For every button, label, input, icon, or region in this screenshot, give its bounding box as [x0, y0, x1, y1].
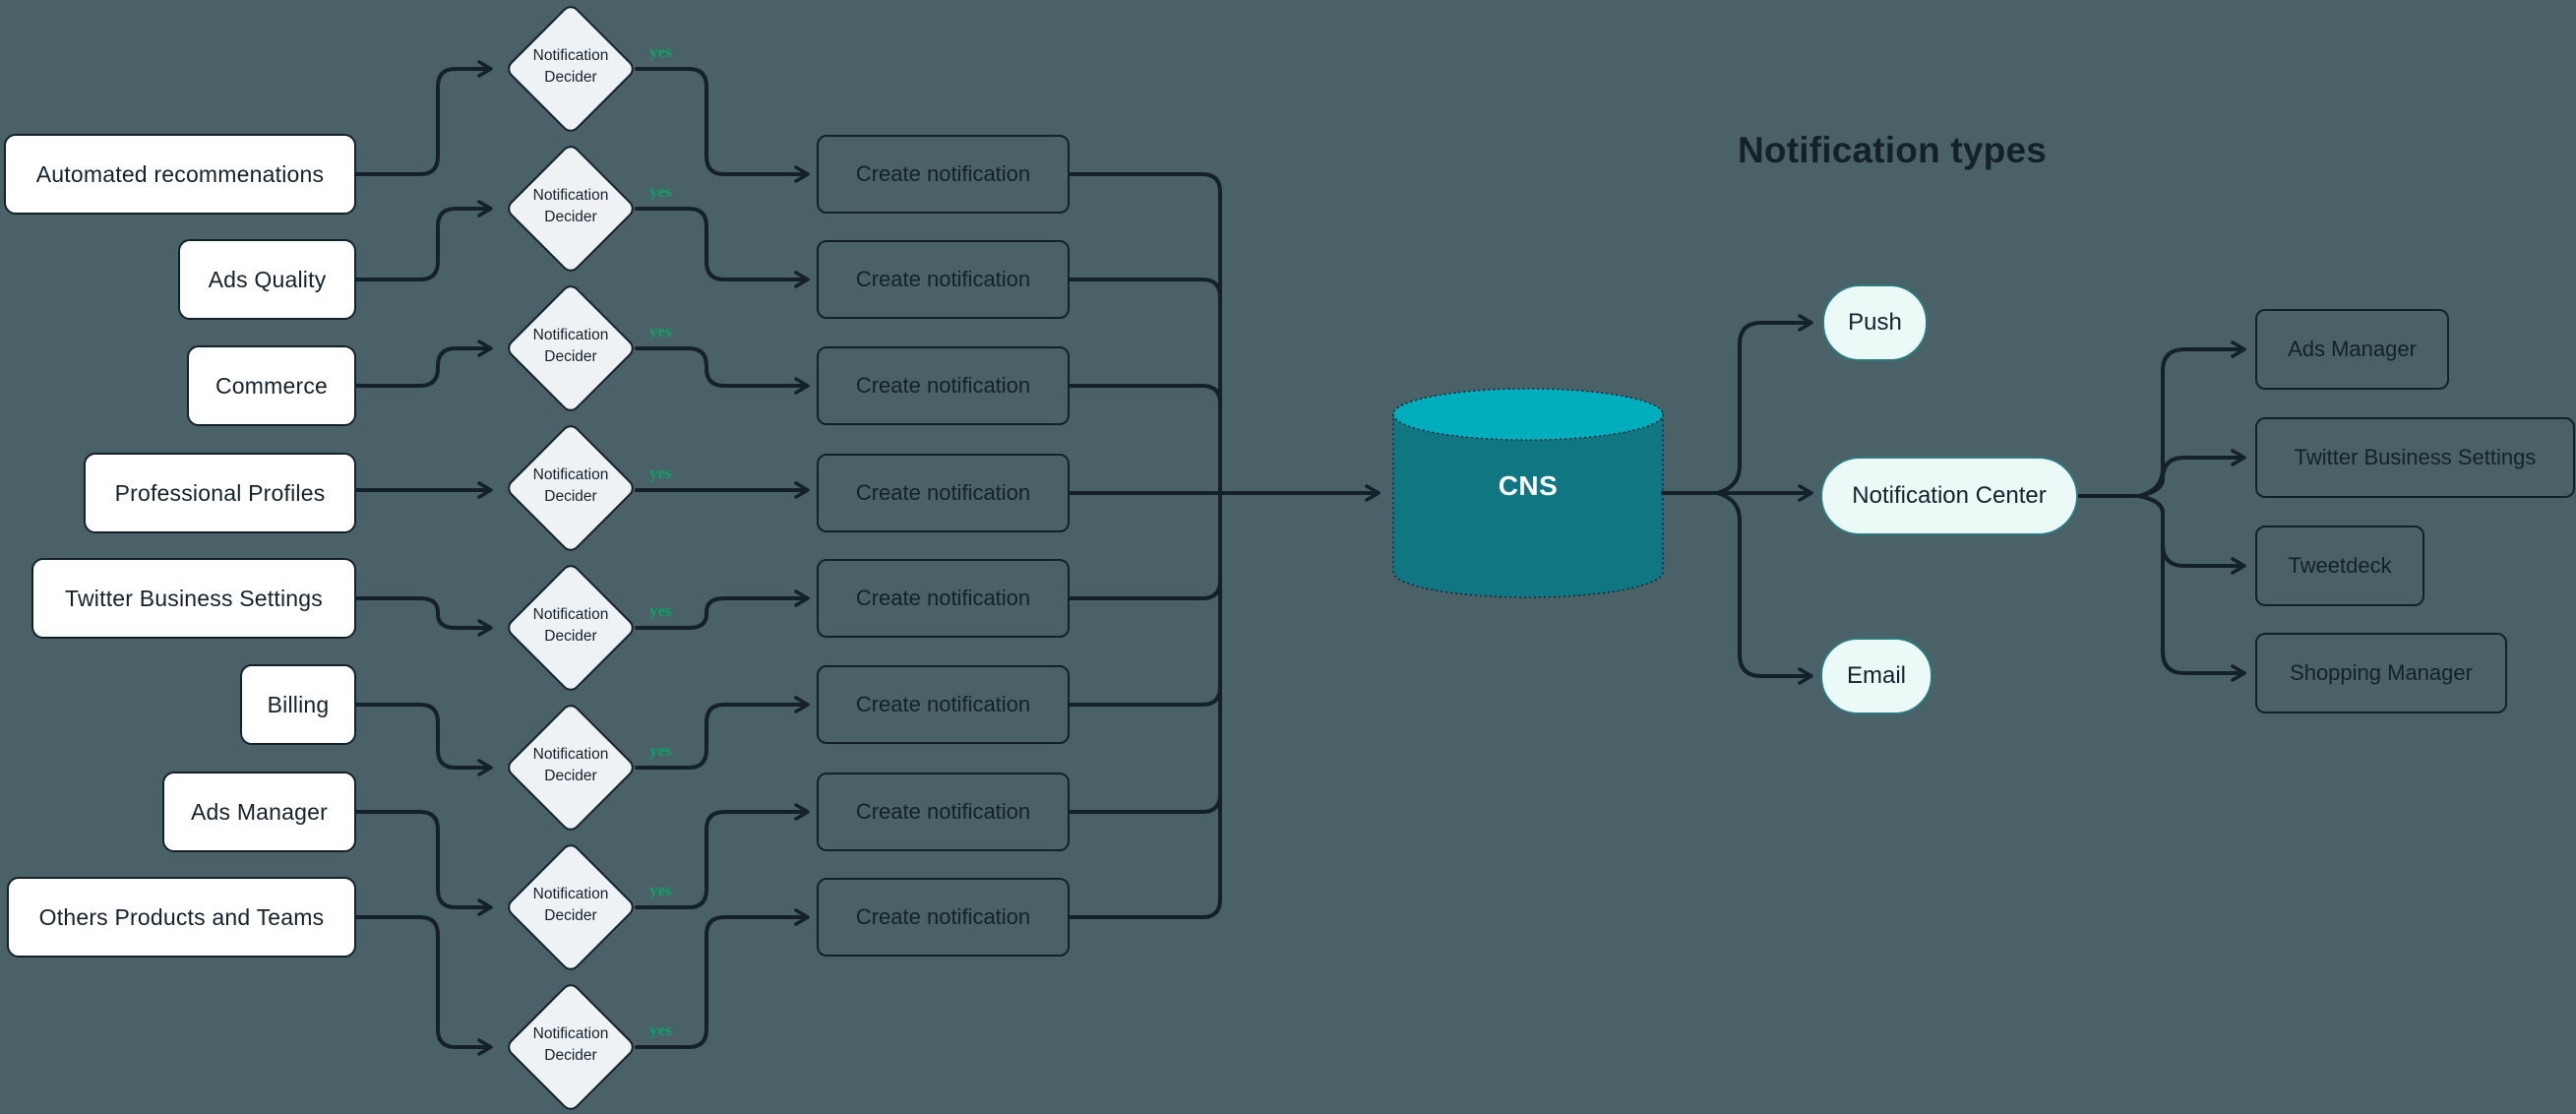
yes-arrows	[635, 67, 810, 1049]
center-to-destinations-arrows	[2076, 340, 2246, 682]
decider-label: Notification Decider	[532, 466, 609, 506]
create-notification-box: Create notification	[817, 346, 1070, 425]
type-pill-email: Email	[1820, 638, 1932, 714]
source-to-decider-arrows	[354, 60, 493, 1056]
yes-label: yes	[649, 741, 672, 760]
create-notification-box: Create notification	[817, 135, 1070, 214]
decider-label: Notification Decider	[532, 187, 609, 226]
decider-label: Notification Decider	[532, 47, 609, 87]
destination-box-shopping-manager: Shopping Manager	[2255, 633, 2507, 713]
yes-label: yes	[649, 182, 672, 201]
type-pill-notification-center: Notification Center	[1820, 457, 2078, 535]
create-notification-box: Create notification	[817, 773, 1070, 851]
source-box-twitter-business-settings: Twitter Business Settings	[31, 558, 356, 639]
create-notification-box: Create notification	[817, 454, 1070, 532]
source-box-automated-recommenations: Automated recommenations	[4, 134, 356, 215]
destination-box-twitter-business-settings: Twitter Business Settings	[2255, 417, 2575, 498]
source-box-ads-manager: Ads Manager	[162, 772, 356, 852]
create-notification-box: Create notification	[817, 878, 1070, 957]
create-notification-box: Create notification	[817, 665, 1070, 744]
decider-label: Notification Decider	[532, 327, 609, 366]
source-box-professional-profiles: Professional Profiles	[84, 453, 356, 533]
yes-label: yes	[649, 881, 672, 899]
decider-label: Notification Decider	[532, 746, 609, 785]
source-box-billing: Billing	[240, 664, 356, 745]
destination-box-ads-manager: Ads Manager	[2255, 309, 2449, 390]
cns-to-types-arrows	[1661, 314, 1813, 685]
yes-label: yes	[649, 322, 672, 340]
create-notification-box: Create notification	[817, 240, 1070, 319]
decider-label: Notification Decider	[532, 606, 609, 646]
decider-label: Notification Decider	[532, 1025, 609, 1065]
yes-label: yes	[649, 1021, 672, 1039]
merge-spine	[1068, 172, 1380, 919]
source-box-ads-quality: Ads Quality	[178, 239, 356, 320]
yes-label: yes	[649, 601, 672, 620]
cns-cylinder	[1392, 388, 1664, 598]
create-notification-box: Create notification	[817, 559, 1070, 638]
page-title: Notification types	[1738, 130, 2048, 170]
type-pill-push: Push	[1822, 284, 1928, 361]
source-box-commerce: Commerce	[187, 345, 356, 426]
yes-label: yes	[649, 464, 672, 482]
source-box-others-products-and-teams: Others Products and Teams	[7, 877, 356, 958]
yes-label: yes	[649, 42, 672, 61]
cns-datastore-label: CNS	[1498, 470, 1559, 501]
decider-label: Notification Decider	[532, 886, 609, 925]
destination-box-tweetdeck: Tweetdeck	[2255, 526, 2424, 606]
